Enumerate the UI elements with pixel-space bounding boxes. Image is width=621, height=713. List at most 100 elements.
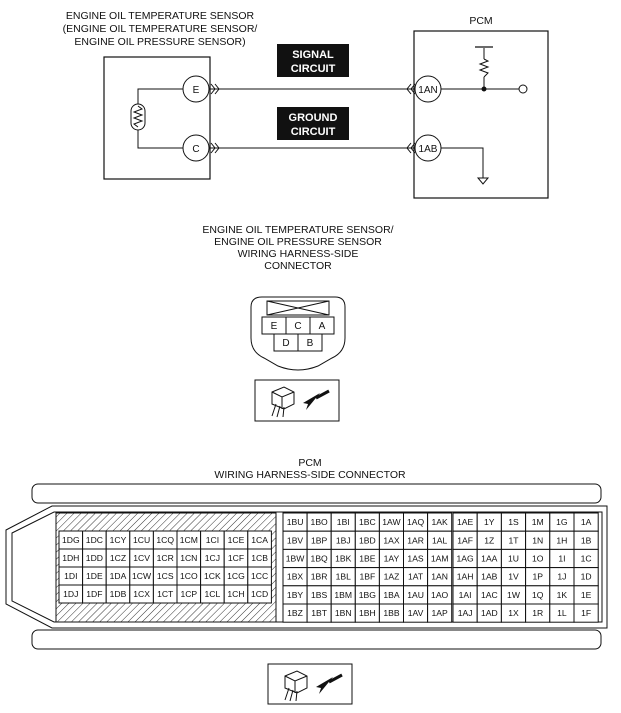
sensor-connector-pin-e: E: [271, 321, 278, 332]
pcm-pin-1an: 1AN: [418, 85, 437, 96]
pcm-left-pin: 1DB: [110, 589, 127, 599]
pcm-connector-inner-outline: [11, 511, 603, 623]
pcm-middle-pin: 1BB: [383, 608, 400, 618]
ground-symbol-icon: [476, 177, 490, 185]
pcm-right-pin: 1AB: [481, 572, 498, 582]
pcm-middle-pin: 1BT: [311, 608, 328, 618]
pcm-middle-pin: 1BX: [287, 572, 304, 582]
pcm-right-pin: 1Y: [484, 517, 495, 527]
pcm-left-pin: 1DA: [110, 571, 127, 581]
pcm-left-pin: 1CE: [228, 535, 245, 545]
pcm-right-pin: 1E: [581, 590, 592, 600]
pcm-box: [413, 30, 549, 199]
pcm-middle-pin: 1BW: [286, 554, 306, 564]
pcm-right-pin: 1AI: [459, 590, 472, 600]
pcm-middle-pin: 1AQ: [407, 517, 425, 527]
pcm-left-pin: 1CM: [180, 535, 198, 545]
sensor-connector-title: ENGINE OIL TEMPERATURE SENSOR/ ENGINE OI…: [202, 224, 393, 272]
pcm-right-pin: 1X: [508, 608, 519, 618]
sensor-connector-pin-c: C: [294, 321, 301, 332]
pcm-right-pin: 1N: [532, 535, 543, 545]
sensor-title: ENGINE OIL TEMPERATURE SENSOR (ENGINE OI…: [63, 10, 258, 48]
pcm-middle-pin: 1BU: [287, 517, 304, 527]
pcm-middle-pin: 1AU: [407, 590, 424, 600]
pcm-left-pin: 1CC: [251, 571, 268, 581]
pcm-left-pin: 1DE: [86, 571, 103, 581]
sensor-title-line-3: ENGINE OIL PRESSURE SENSOR): [74, 36, 245, 48]
pcm-middle-pin: 1BZ: [287, 608, 303, 618]
pcm-left-pin: 1CY: [110, 535, 127, 545]
sensor-pin-e: E: [193, 85, 200, 96]
pcm-title: PCM: [469, 15, 492, 27]
junction-dot-icon: [481, 86, 487, 92]
pcm-middle-pin: 1AS: [407, 554, 424, 564]
pcm-middle-pin: 1AV: [408, 608, 424, 618]
pcm-left-pin: 1CK: [204, 571, 221, 581]
pcm-left-pin: 1DG: [62, 535, 80, 545]
pcm-left-pin: 1CA: [251, 535, 268, 545]
output-terminal-icon: [518, 84, 528, 94]
pcm-left-pin: 1CJ: [205, 553, 220, 563]
pcm-right-pin: 1J: [557, 572, 566, 582]
pcm-middle-pin: 1BG: [359, 590, 377, 600]
pcm-middle-pin: 1BP: [311, 535, 328, 545]
thermistor-resistor-icon: [132, 105, 144, 128]
pcm-left-pin: 1DJ: [63, 589, 78, 599]
pcm-right-pin: 1Z: [484, 535, 494, 545]
pcm-middle-pin: 1BI: [337, 517, 350, 527]
pcm-left-cell: [247, 584, 272, 604]
pcm-right-pin: 1AJ: [458, 608, 473, 618]
signal-circuit-box: [277, 44, 349, 77]
pcm-right-pin: 1R: [532, 608, 543, 618]
pcm-right-pin: 1V: [508, 572, 519, 582]
pcm-right-pin: 1C: [581, 554, 592, 564]
signal-circuit-label-2: CIRCUIT: [291, 63, 336, 75]
pcm-middle-pin: 1BY: [287, 590, 304, 600]
pcm-left-pin: 1CL: [205, 589, 221, 599]
sensor-internal-wire: [137, 88, 183, 149]
pcm-left-pin: 1CW: [132, 571, 152, 581]
pcm-middle-pin: 1AZ: [384, 572, 400, 582]
pcm-left-pin: 1CQ: [156, 535, 174, 545]
pcm-right-pin: 1AD: [481, 608, 498, 618]
pcm-middle-pin: 1AL: [432, 535, 448, 545]
pcm-right-pin: 1M: [532, 517, 544, 527]
pcm-connector-title-2: WIRING HARNESS-SIDE CONNECTOR: [214, 469, 406, 481]
pcm-middle-pin: 1BV: [287, 535, 304, 545]
ground-circuit-label-2: CIRCUIT: [291, 126, 336, 138]
sensor-connector-title-line-4: CONNECTOR: [264, 260, 332, 272]
pcm-left-pin: 1CG: [227, 571, 245, 581]
pcm-middle-pin: 1AY: [384, 554, 400, 564]
pcm-right-pin: 1AH: [457, 572, 474, 582]
sensor-connector-grid: [261, 316, 335, 352]
pcm-right-pin: 1H: [556, 535, 567, 545]
pcm-right-pin: 1AA: [481, 554, 498, 564]
pcm-right-pin: 1O: [532, 554, 544, 564]
pcm-right-pin: 1L: [557, 608, 567, 618]
pcm-middle-pin: 1BC: [359, 517, 376, 527]
pcm-right-pin: 1G: [556, 517, 568, 527]
pcm-middle-pin: 1AT: [408, 572, 424, 582]
sensor-connector-pin-b: B: [307, 338, 314, 349]
ground-circuit-label-1: GROUND: [289, 112, 338, 124]
pcm-left-pin: 1DF: [86, 589, 102, 599]
sensor-connector-title-line-3: WIRING HARNESS-SIDE: [238, 248, 359, 260]
pcm-left-pin: 1CH: [227, 589, 244, 599]
pcm-middle-pin: 1AP: [432, 608, 449, 618]
ground-circuit-box: [277, 107, 349, 140]
pcm-left-pin: 1CR: [157, 553, 174, 563]
sensor-connector-pin-a: A: [319, 321, 326, 332]
pcm-middle-pin: 1BA: [383, 590, 400, 600]
sensor-connector-pin-d: D: [282, 338, 289, 349]
pcm-middle-pin: 1AK: [432, 517, 449, 527]
pcm-middle-pin: 1AO: [431, 590, 449, 600]
pcm-middle-pin: 1BO: [311, 517, 329, 527]
pcm-left-pin: 1CB: [251, 553, 268, 563]
pcm-middle-pin: 1BE: [359, 554, 376, 564]
sensor-connector-title-line-1: ENGINE OIL TEMPERATURE SENSOR/: [202, 224, 393, 236]
pcm-right-pin: 1AC: [481, 590, 498, 600]
pcm-middle-pin: 1BJ: [336, 535, 351, 545]
pcm-left-pin: 1CV: [133, 553, 150, 563]
